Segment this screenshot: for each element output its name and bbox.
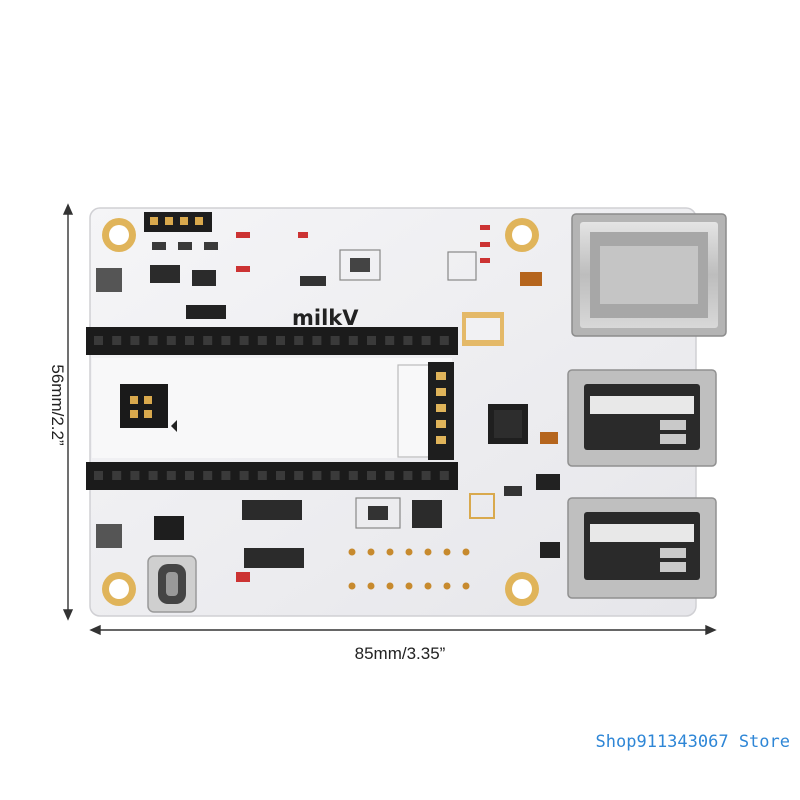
height-dimension-arrow xyxy=(62,203,74,621)
pin-pad xyxy=(367,548,375,556)
width-dimension-label: 85mm/3.35” xyxy=(354,644,446,663)
header-socket xyxy=(239,336,249,345)
slot-pin xyxy=(436,372,446,380)
header-socket xyxy=(221,471,231,480)
mounting-hole-bottom-left xyxy=(102,572,136,606)
header-socket xyxy=(94,336,103,345)
header-socket xyxy=(94,471,103,480)
store-watermark: Shop911343067 Store xyxy=(595,732,790,752)
mounting-hole-bottom-right xyxy=(505,572,539,606)
mounting-holes xyxy=(102,218,539,606)
header-socket xyxy=(421,471,431,480)
usb-c-port xyxy=(147,555,197,613)
slot-pin xyxy=(436,436,446,444)
header-socket xyxy=(421,336,431,345)
header-socket xyxy=(348,336,358,345)
header-socket xyxy=(112,336,122,345)
pin-pad xyxy=(443,548,451,556)
pin-pad xyxy=(405,582,413,590)
header-socket xyxy=(403,336,413,345)
header-socket xyxy=(112,471,122,480)
header-socket xyxy=(257,336,267,345)
height-dimension-label: 56mm/2.2” xyxy=(48,364,67,446)
top-pin-header xyxy=(144,212,212,232)
header-socket xyxy=(203,471,213,480)
header-socket xyxy=(221,336,231,345)
pin-pad xyxy=(386,548,394,556)
header-socket xyxy=(148,336,158,345)
header-socket xyxy=(203,336,213,345)
ethernet-port xyxy=(571,213,727,337)
pin-pad xyxy=(386,582,394,590)
header-socket xyxy=(294,336,304,345)
header-socket xyxy=(257,471,267,480)
header-socket xyxy=(166,336,176,345)
header-socket xyxy=(276,471,285,480)
usb-port-bottom xyxy=(567,497,717,599)
smd-components-top xyxy=(96,225,542,346)
header-socket xyxy=(148,471,158,480)
slot-pin xyxy=(436,388,446,396)
brand-logo: milkV xyxy=(292,306,359,330)
header-socket xyxy=(130,471,140,480)
pin-pads-bottom xyxy=(348,548,470,590)
header-socket xyxy=(403,471,413,480)
pin-pad xyxy=(462,582,470,590)
pin-pad xyxy=(348,548,356,556)
header-socket xyxy=(185,471,194,480)
pin-pad xyxy=(424,582,432,590)
header-socket xyxy=(312,336,322,345)
mounting-hole-top-right xyxy=(505,218,539,252)
header-socket xyxy=(185,336,194,345)
header-socket xyxy=(367,336,376,345)
header-socket xyxy=(294,471,304,480)
header-socket xyxy=(367,471,376,480)
header-socket xyxy=(276,336,285,345)
header-socket xyxy=(330,471,340,480)
header-socket xyxy=(330,336,340,345)
upper-female-header xyxy=(86,327,458,355)
header-socket xyxy=(439,471,449,480)
header-socket xyxy=(348,471,358,480)
width-dimension-arrow xyxy=(89,624,717,636)
pin-pad xyxy=(348,582,356,590)
smd-components-bottom xyxy=(96,497,442,582)
slot-pin xyxy=(436,420,446,428)
slot-pin xyxy=(436,404,446,412)
header-socket xyxy=(239,471,249,480)
pin-pad xyxy=(462,548,470,556)
pin-pad xyxy=(405,548,413,556)
module-slot xyxy=(92,358,454,460)
smd-components-middle xyxy=(469,404,560,558)
header-socket xyxy=(385,471,395,480)
usb-port-top xyxy=(567,369,717,467)
header-socket xyxy=(385,336,395,345)
lower-female-header xyxy=(86,462,458,490)
header-socket xyxy=(166,471,176,480)
pin-pad xyxy=(443,582,451,590)
header-socket xyxy=(130,336,140,345)
header-socket xyxy=(439,336,449,345)
pin-pad xyxy=(424,548,432,556)
mounting-hole-top-left xyxy=(102,218,136,252)
pin-pad xyxy=(367,582,375,590)
header-socket xyxy=(312,471,322,480)
